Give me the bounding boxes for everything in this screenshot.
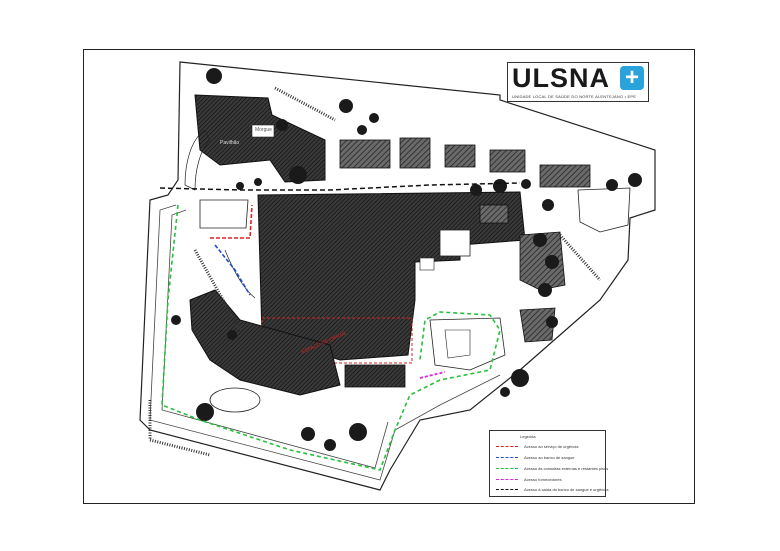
- legend-item: Acesso ao serviço de urgência: [496, 444, 601, 450]
- legend-title: Legenda: [520, 434, 536, 439]
- legend-item: Acesso à saída do banco de sangue e urgê…: [496, 487, 609, 493]
- north-building: [194, 94, 326, 183]
- logo-subtitle: UNIDADE LOCAL DE SAÚDE DO NORTE ALENTEJA…: [512, 94, 637, 99]
- south-building: [189, 289, 341, 396]
- legend-label: Acesso ao banco de sangue: [524, 455, 575, 460]
- route-consultations: [161, 204, 501, 471]
- inner-road: [149, 204, 501, 481]
- site-boundary: [139, 61, 656, 491]
- route-exit: [159, 182, 521, 191]
- logo-brand: ULSNA: [512, 63, 610, 93]
- roundabout-south: [209, 387, 261, 413]
- route-blood-bank: [214, 244, 251, 296]
- plus-icon: +: [620, 66, 644, 90]
- trees: [171, 68, 642, 451]
- route-emergency: [210, 204, 253, 239]
- courtyard: [439, 229, 471, 257]
- legend-item: Acesso às consultas externas e restantes…: [496, 466, 608, 472]
- legend-swatch-red: [496, 446, 518, 447]
- map-legend: Legenda Acesso ao serviço de urgência Ac…: [489, 430, 609, 497]
- legend-swatch-green: [496, 468, 518, 469]
- legend-swatch-magenta: [496, 479, 518, 480]
- legend-label: Acesso às consultas externas e restantes…: [524, 466, 609, 471]
- legend-label: Acesso ao serviço de urgência: [524, 444, 579, 449]
- legend-item: Acesso fornecedores: [496, 477, 601, 483]
- legend-item: Acesso ao banco de sangue: [496, 455, 601, 461]
- legend-label: Acesso fornecedores: [524, 477, 562, 482]
- legend-label: Acesso à saída do banco de sangue e urgê…: [524, 487, 609, 492]
- legend-swatch-black: [496, 489, 518, 490]
- ulsna-logo: ULSNA + UNIDADE LOCAL DE SAÚDE DO NORTE …: [507, 62, 649, 102]
- label-morgue: Morgue: [255, 127, 272, 133]
- route-suppliers: [419, 371, 446, 379]
- legend-swatch-blue: [496, 457, 518, 458]
- label-pavilion: Pavilhão: [220, 140, 240, 146]
